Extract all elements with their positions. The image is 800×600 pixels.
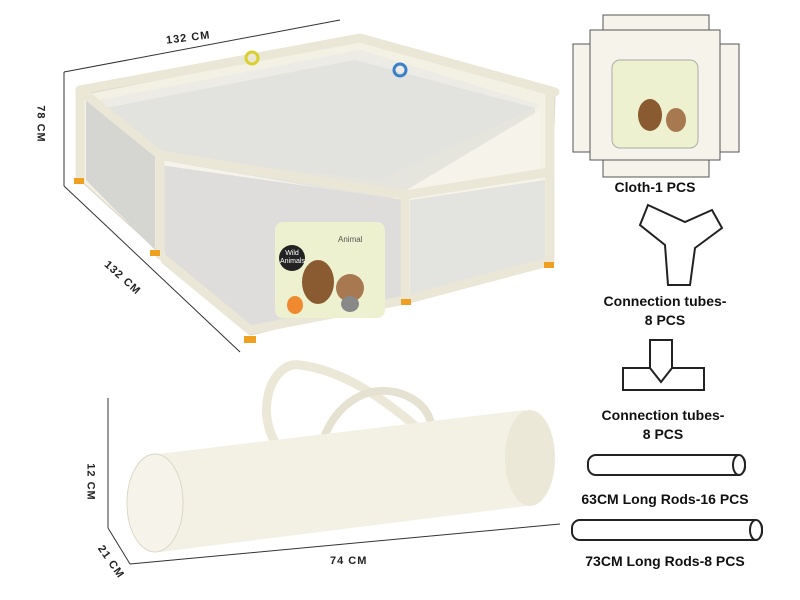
storage-bag	[126, 360, 555, 553]
part-label-rod-73: 73CM Long Rods-8 PCS	[585, 553, 745, 569]
playpen-height-label: 78 CM	[34, 105, 47, 143]
y-connector-icon	[638, 203, 724, 286]
cloth-icon	[572, 14, 740, 178]
panel-badge-text: Wild Animals	[280, 250, 305, 265]
panel-title-text: Animal	[338, 235, 363, 244]
part-label-rod-63: 63CM Long Rods-16 PCS	[581, 491, 749, 507]
dimension-lines	[63, 19, 561, 565]
bag-length-label: 74 CM	[330, 555, 368, 567]
part-label-y-connector: Connection tubes-8 PCS	[603, 293, 727, 328]
long-rod-63-icon	[587, 454, 746, 476]
bag-height-label: 12 CM	[84, 463, 97, 501]
part-label-t-connector: Connection tubes-8 PCS	[601, 407, 725, 442]
t-connector-icon	[622, 339, 705, 391]
long-rod-73-icon	[571, 519, 763, 541]
part-label-cloth: Cloth-1 PCS	[614, 179, 696, 195]
playpen	[74, 33, 560, 343]
